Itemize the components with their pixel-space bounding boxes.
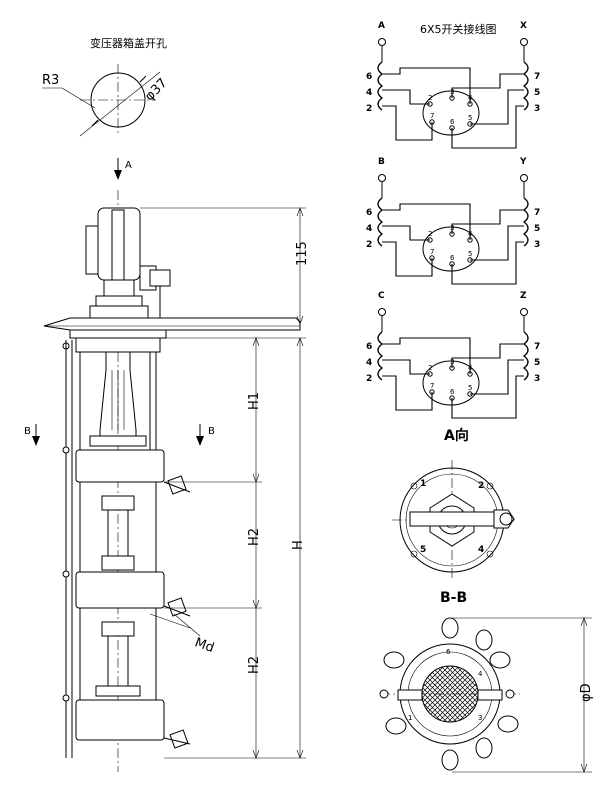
section-bb-pos-6: 6: [446, 648, 451, 656]
section-arrow-right: B: [208, 426, 215, 437]
contact-3-2: 2: [428, 364, 432, 372]
tap-right-3-7: 7: [534, 342, 540, 352]
tap-right-1-5: 5: [534, 88, 540, 98]
section-bb-pos-1: 1: [408, 714, 412, 722]
contact-2-7: 7: [430, 248, 434, 256]
contact-1-6: 6: [450, 118, 455, 126]
dim-h2-upper: H2: [247, 528, 262, 546]
view-a-pos-5: 5: [420, 545, 426, 555]
section-bb-title: B-B: [440, 590, 467, 606]
tap-left-1-6: 6: [366, 72, 372, 82]
tap-right-2-5: 5: [534, 224, 540, 234]
switch-elevation: Md: [43, 190, 301, 772]
terminal-right-1: X: [520, 21, 527, 31]
hole-diameter-label: φ37: [142, 76, 170, 104]
coil-right-3: [522, 331, 529, 381]
view-a-pos-2: 2: [478, 481, 484, 491]
dim-h2-lower: H2: [247, 656, 262, 674]
coil-left-1: [377, 61, 384, 111]
dim-h1: H1: [247, 392, 262, 410]
md-label: Md: [193, 635, 216, 656]
contact-3-5: 5: [468, 384, 472, 392]
coil-right-2: [522, 197, 529, 247]
tap-right-1-3: 3: [534, 104, 540, 114]
contact-2-6: 6: [450, 254, 455, 262]
contact-3-6: 6: [450, 388, 455, 396]
switch-ring-3: [422, 360, 480, 406]
switch-ring-2: [422, 226, 480, 272]
tap-left-2-2: 2: [366, 240, 372, 250]
contact-1-7: 7: [430, 112, 434, 120]
contact-2-2: 2: [428, 230, 432, 238]
hole-detail-title: 变压器箱盖开孔: [90, 36, 167, 50]
section-bb-pos-3: 3: [478, 714, 482, 722]
coil-left-3: [377, 331, 384, 381]
terminal-left-3: C: [378, 291, 385, 301]
view-a-title: A向: [444, 427, 469, 444]
terminal-right-2: Y: [519, 157, 527, 167]
dim-h: H: [291, 540, 306, 550]
cover-hole-detail: 变压器箱盖开孔 R3 φ37: [42, 36, 171, 137]
hole-radius-label: R3: [42, 73, 59, 88]
tap-left-3-4: 4: [366, 358, 372, 368]
terminal-right-3: Z: [520, 291, 527, 301]
tap-right-3-5: 5: [534, 358, 540, 368]
contact-1-2: 2: [428, 94, 432, 102]
tap-right-3-3: 3: [534, 374, 540, 384]
section-b-b: B-B 6 1 4 3: [379, 590, 594, 773]
section-bb-pos-4: 4: [478, 670, 483, 678]
tap-right-2-7: 7: [534, 208, 540, 218]
dim-115: 115: [295, 241, 310, 266]
terminal-left-1: A: [378, 21, 385, 31]
view-arrow-a: A: [114, 158, 132, 180]
coil-right-1: [522, 61, 529, 111]
tap-left-3-2: 2: [366, 374, 372, 384]
contact-1-5: 5: [468, 114, 472, 122]
coil-left-2: [377, 197, 384, 247]
tap-left-2-6: 6: [366, 208, 372, 218]
terminal-left-2: B: [378, 157, 385, 167]
tap-left-2-4: 4: [366, 224, 372, 234]
section-arrow-left: B: [24, 426, 31, 437]
view-a-pos-1: 1: [420, 479, 426, 489]
view-a-pos-4: 4: [478, 545, 484, 555]
contact-3-7: 7: [430, 382, 434, 390]
tap-left-3-6: 6: [366, 342, 372, 352]
dim-od: φD: [579, 683, 594, 702]
tap-left-1-2: 2: [366, 104, 372, 114]
wiring-title: 6X5开关接线图: [420, 22, 497, 36]
tap-left-1-4: 4: [366, 88, 372, 98]
dimension-lines: 115 H1 H2 H2 H: [140, 207, 310, 759]
section-arrows: B B: [24, 424, 215, 446]
tap-right-2-3: 3: [534, 240, 540, 250]
view-a: A向 1 2 5 4: [392, 427, 518, 580]
tap-right-1-7: 7: [534, 72, 540, 82]
switch-ring-1: [422, 90, 480, 136]
view-arrow-label: A: [125, 160, 132, 171]
contact-2-5: 5: [468, 250, 472, 258]
